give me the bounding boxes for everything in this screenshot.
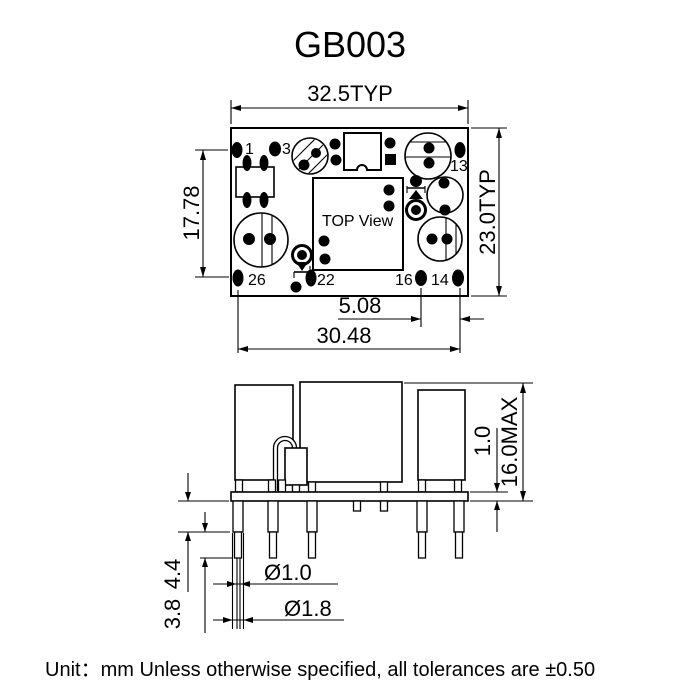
diode-icon-right bbox=[405, 175, 427, 221]
dim-row-spacing: 17.78 bbox=[179, 185, 204, 240]
four-lead-component bbox=[235, 155, 275, 208]
side-view: 4.4 3.8 Ø1.0 Ø1.8 1.0 bbox=[160, 381, 533, 633]
dim-pin-pitch: 5.08 bbox=[339, 293, 382, 318]
pcb-outline bbox=[230, 127, 469, 297]
pin-label-3: 3 bbox=[282, 141, 291, 158]
pin-label-13: 13 bbox=[450, 158, 468, 175]
component-body-front bbox=[284, 447, 308, 486]
pin-projection-lines bbox=[231, 533, 245, 629]
pin-label-1: 1 bbox=[245, 141, 254, 158]
dim-row-spacing-lines bbox=[195, 149, 229, 278]
dim-pin-tip-length: 3.8 bbox=[160, 599, 185, 630]
dim-shoulder-length-lines bbox=[178, 473, 232, 633]
component-body-middle bbox=[299, 381, 403, 483]
pin-label-14: 14 bbox=[431, 272, 449, 289]
dim-pin-pitch-lines bbox=[338, 288, 484, 353]
dim-pin-span-lines bbox=[237, 290, 460, 353]
part-number-title: GB003 bbox=[294, 24, 406, 65]
pins-below-board bbox=[232, 500, 465, 559]
component-body-right bbox=[417, 389, 466, 481]
dim-shoulder-diameter-lines bbox=[213, 617, 344, 623]
dim-board-height: 23.0TYP bbox=[475, 169, 500, 255]
center-module-outline bbox=[312, 177, 404, 271]
dim-pin-tip-diameter: Ø1.0 bbox=[264, 560, 312, 585]
diode-icon-center bbox=[291, 244, 313, 278]
dim-tip-diameter-lines bbox=[213, 581, 338, 587]
component-mid-right bbox=[426, 176, 464, 216]
dim-board-height-lines bbox=[471, 127, 507, 297]
solder-pads-center bbox=[290, 184, 395, 293]
capacitor-bottom-left bbox=[233, 212, 289, 268]
capacitor-top-right bbox=[404, 132, 452, 180]
hatched-capacitor bbox=[291, 137, 329, 175]
pcb-side-profile bbox=[230, 491, 469, 502]
pin-label-16: 16 bbox=[395, 272, 413, 289]
dim-max-height: 16.0MAX bbox=[497, 396, 522, 487]
top-view: 32.5TYP 23.0TYP 17.78 bbox=[179, 81, 507, 353]
dim-max-height-lines bbox=[520, 383, 526, 501]
pin-label-22: 22 bbox=[317, 272, 335, 289]
solder-pads-top bbox=[329, 137, 396, 166]
square-pad bbox=[385, 154, 396, 165]
pin-label-26: 26 bbox=[248, 272, 266, 289]
top-view-label: TOP View bbox=[322, 213, 394, 230]
dim-board-thickness-lines bbox=[404, 382, 533, 532]
transformer-outline bbox=[343, 132, 382, 171]
pin-pads bbox=[231, 141, 466, 287]
dim-pin-span: 30.48 bbox=[316, 323, 371, 348]
tolerance-note: Unit：mm Unless otherwise specified, all … bbox=[45, 659, 595, 681]
dim-board-width-lines bbox=[230, 100, 469, 124]
dim-board-width: 32.5TYP bbox=[307, 81, 393, 106]
dim-board-thickness: 1.0 bbox=[470, 426, 495, 457]
capacitor-bottom-right bbox=[417, 216, 463, 262]
dim-pin-shoulder-diameter: Ø1.8 bbox=[284, 596, 332, 621]
dim-pin-shoulder-length: 4.4 bbox=[160, 559, 185, 590]
